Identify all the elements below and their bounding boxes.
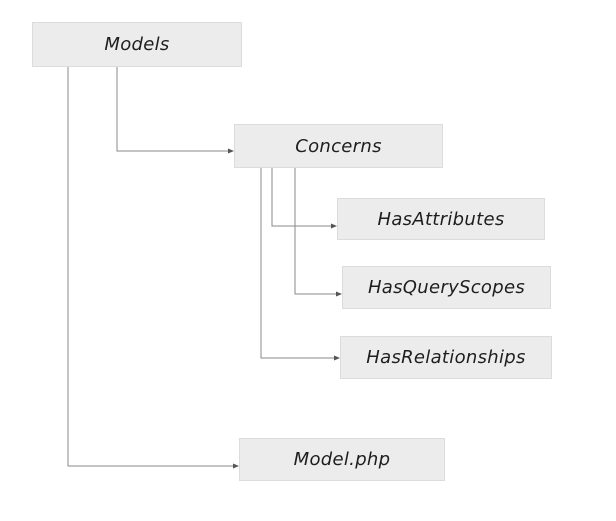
edge-concerns-hasrelationships [260, 168, 335, 359]
edge-concerns-hasattributes [271, 168, 332, 227]
arrowhead-hasattributes [331, 223, 337, 229]
node-model-php-label: Model.php [293, 449, 391, 470]
arrowhead-hasqueryscopes [336, 291, 342, 297]
node-has-relationships-label: HasRelationships [366, 347, 526, 368]
node-models[interactable]: Models [32, 22, 242, 67]
arrowhead-modelphp [233, 463, 239, 469]
node-has-attributes[interactable]: HasAttributes [337, 198, 545, 240]
node-model-php[interactable]: Model.php [239, 438, 445, 481]
edge-concerns-hasqueryscopes [294, 168, 337, 295]
node-concerns-label: Concerns [295, 135, 382, 157]
node-has-query-scopes[interactable]: HasQueryScopes [342, 266, 551, 309]
node-has-relationships[interactable]: HasRelationships [340, 336, 552, 379]
edge-models-concerns [116, 67, 229, 152]
arrowhead-concerns [228, 148, 234, 154]
node-has-attributes-label: HasAttributes [377, 208, 505, 230]
node-concerns[interactable]: Concerns [234, 124, 443, 168]
arrowhead-hasrelationships [334, 355, 340, 361]
node-models-label: Models [104, 34, 170, 55]
node-has-query-scopes-label: HasQueryScopes [367, 277, 526, 298]
edge-models-modelphp [67, 67, 234, 467]
